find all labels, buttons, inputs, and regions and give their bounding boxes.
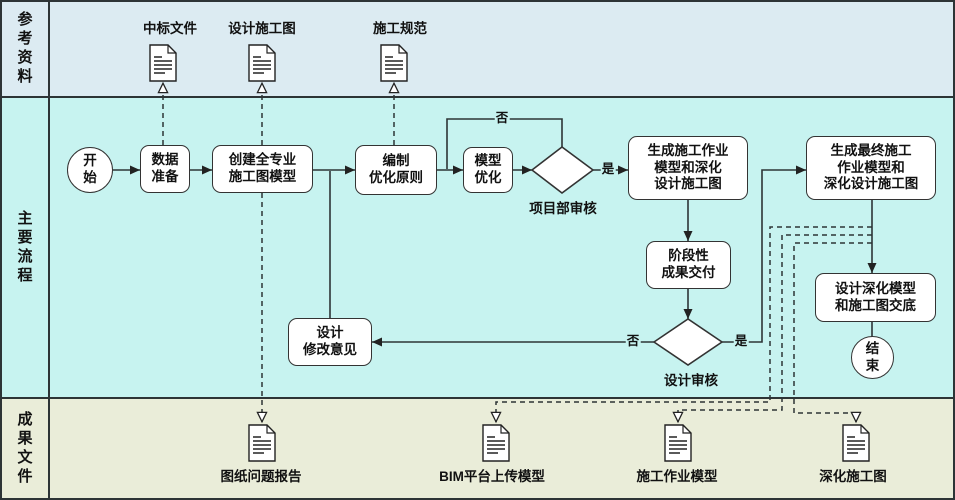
design-review-diamond xyxy=(652,318,724,366)
node-end: 结 束 xyxy=(851,336,894,379)
design-review-caption: 设计审核 xyxy=(664,373,718,388)
node-model-optimize: 模型 优化 xyxy=(463,147,513,193)
document-icon xyxy=(842,424,870,462)
out-doc-label-bim-platform-model: BIM平台上传模型 xyxy=(439,469,545,484)
lane-label-output: 成果文件 xyxy=(15,410,33,487)
node-optimize-rules: 编制 优化原则 xyxy=(355,145,437,195)
node-gen-final-model: 生成最终施工 作业模型和 深化设计施工图 xyxy=(806,136,936,200)
document-icon xyxy=(248,44,276,82)
document-icon xyxy=(482,424,510,462)
node-design-handover: 设计深化模型 和施工图交底 xyxy=(815,273,936,322)
project-review-caption: 项目部审核 xyxy=(529,201,597,216)
node-create-model: 创建全专业 施工图模型 xyxy=(212,145,313,193)
doclink-to-bim-platform-model xyxy=(496,226,872,422)
out-doc-label-deepened-drawing: 深化施工图 xyxy=(819,469,887,484)
node-data-prep: 数据 准备 xyxy=(140,145,190,193)
doclink-to-deepened-drawing xyxy=(793,242,872,422)
document-icon xyxy=(149,44,177,82)
out-doc-label-problem-report: 图纸问题报告 xyxy=(220,469,302,484)
document-icon xyxy=(248,424,276,462)
lane-label-process: 主要流程 xyxy=(15,209,33,286)
ref-doc-label-codes: 施工规范 xyxy=(373,21,427,36)
node-start: 开 始 xyxy=(67,147,113,193)
output-band xyxy=(0,397,955,500)
design-review-yes-label: 是 xyxy=(733,334,749,349)
ref-doc-label-bid-file: 中标文件 xyxy=(143,21,197,36)
node-design-feedback: 设计 修改意见 xyxy=(288,318,372,366)
ref-doc-label-design-drawing: 设计施工图 xyxy=(228,21,296,36)
document-icon xyxy=(380,44,408,82)
document-icon xyxy=(664,424,692,462)
node-stage-delivery: 阶段性 成果交付 xyxy=(646,241,731,289)
doclink-to-work-model xyxy=(678,234,872,422)
lane-label-divider xyxy=(48,0,50,500)
design-review-no-label: 否 xyxy=(625,334,641,349)
project-review-no-label: 否 xyxy=(494,111,510,126)
project-review-yes-label: 是 xyxy=(600,162,616,177)
node-gen-work-model: 生成施工作业 模型和深化 设计施工图 xyxy=(628,136,748,200)
out-doc-label-work-model: 施工作业模型 xyxy=(636,469,718,484)
lane-label-reference: 参考资料 xyxy=(15,11,33,87)
project-review-diamond xyxy=(530,145,595,195)
